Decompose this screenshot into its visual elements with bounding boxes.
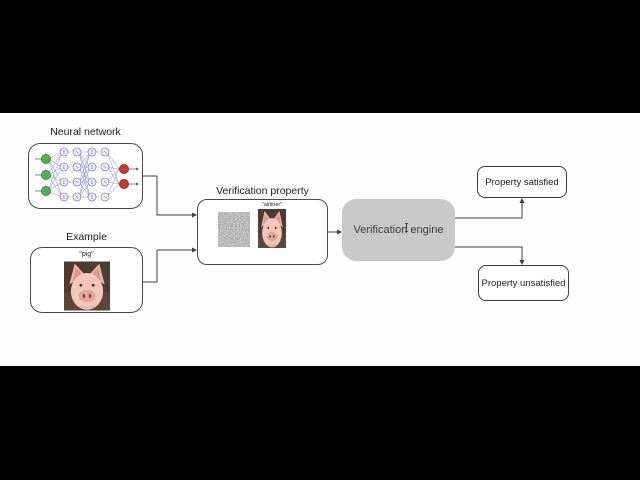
svg-text:Σ: Σ	[91, 180, 94, 185]
svg-text:∿: ∿	[75, 149, 79, 154]
connector-engine-to-unsatisfied	[455, 246, 523, 260]
svg-text:Σ: Σ	[63, 180, 66, 185]
svg-text:∿: ∿	[75, 194, 79, 199]
svg-text:∿: ∿	[103, 179, 107, 184]
nn-edges	[47, 151, 120, 198]
nn-input-nodes	[40, 153, 51, 197]
letterbox-bottom-bar	[0, 366, 640, 480]
connector-example-to-property	[143, 249, 192, 283]
example-box: "pig"	[30, 247, 143, 313]
connector-engine-to-satisfied	[455, 203, 523, 219]
noise-image	[218, 212, 250, 247]
svg-text:Σ: Σ	[63, 150, 66, 155]
property-image-caption: "airliner"	[261, 202, 283, 208]
nn-node-glyphs: Σ Σ Σ Σ Σ Σ Σ Σ ∿ ∿ ∿ ∿ ∿ ∿ ∿ ∿	[63, 149, 107, 199]
property-satisfied-box: Property satisfied	[477, 166, 567, 198]
nn-hidden-nodes	[59, 147, 110, 202]
verification-property-box: "airliner"	[197, 199, 328, 265]
property-unsatisfied-label: Property unsatisfied	[481, 277, 566, 289]
svg-text:Σ: Σ	[91, 165, 94, 170]
text-cursor-icon	[405, 223, 408, 232]
verification-property-label: Verification property	[216, 185, 309, 197]
nn-output-nodes	[119, 163, 130, 190]
example-label: Example	[66, 231, 107, 243]
svg-text:Σ: Σ	[63, 195, 66, 200]
svg-text:Σ: Σ	[91, 195, 94, 200]
neural-network-label: Neural network	[50, 126, 121, 138]
arrowhead	[519, 198, 525, 203]
neural-network-diagram: Σ Σ Σ Σ Σ Σ Σ Σ ∿ ∿ ∿ ∿ ∿ ∿ ∿ ∿	[35, 147, 139, 202]
property-satisfied-label: Property satisfied	[485, 176, 559, 188]
neural-network-box: Σ Σ Σ Σ Σ Σ Σ Σ ∿ ∿ ∿ ∿ ∿ ∿ ∿ ∿	[28, 143, 143, 209]
pig-image	[64, 261, 110, 311]
letterbox-top-bar	[0, 0, 640, 113]
slide-canvas: Neural network	[0, 113, 640, 366]
svg-text:Σ: Σ	[91, 150, 94, 155]
example-image-caption: "pig"	[79, 251, 94, 258]
svg-text:∿: ∿	[103, 149, 107, 154]
verification-engine-box: Verification engine	[342, 199, 455, 261]
property-unsatisfied-box: Property unsatisfied	[478, 265, 569, 301]
pig-image-small	[258, 209, 286, 248]
svg-text:∿: ∿	[75, 164, 79, 169]
svg-text:Σ: Σ	[63, 165, 66, 170]
svg-text:∿: ∿	[103, 194, 107, 199]
verification-engine-label: Verification engine	[353, 224, 444, 236]
connector-nn-to-property	[143, 175, 192, 216]
svg-text:∿: ∿	[75, 179, 79, 184]
svg-text:∿: ∿	[103, 164, 107, 169]
